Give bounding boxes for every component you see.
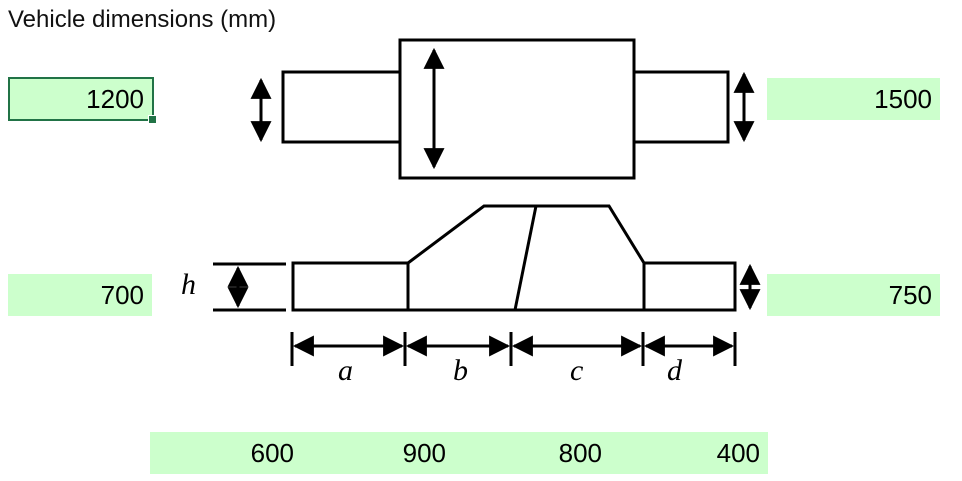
side-view-front-block <box>291 261 410 312</box>
length-d-value: 400 <box>716 438 760 468</box>
length-c-value: 800 <box>558 438 602 468</box>
front-width-value: 1200 <box>86 84 144 114</box>
symbol-b: b <box>453 354 468 387</box>
symbol-h: h <box>181 268 196 301</box>
symbol-c: c <box>570 354 583 387</box>
side-view-cabin-outline <box>407 204 646 312</box>
side-view-rear-block <box>642 261 737 312</box>
top-view-rear-block <box>632 70 730 144</box>
length-b-value: 900 <box>402 438 446 468</box>
side-view-cabin-divider <box>513 205 538 311</box>
front-width-input-cell[interactable]: 1200 <box>8 77 157 124</box>
front-height-input-cell[interactable]: 700 <box>8 274 152 316</box>
rear-width-value: 1500 <box>874 84 932 114</box>
symbol-a: a <box>338 354 353 387</box>
length-d-input-cell[interactable]: 400 <box>610 432 768 474</box>
rear-height-input-cell[interactable]: 750 <box>767 274 940 316</box>
length-a-value: 600 <box>250 438 294 468</box>
rear-height-value: 750 <box>888 280 932 310</box>
fill-handle[interactable] <box>148 115 157 124</box>
rear-width-input-cell[interactable]: 1500 <box>767 78 940 120</box>
length-b-input-cell[interactable]: 900 <box>302 432 454 474</box>
length-a-input-cell[interactable]: 600 <box>150 432 302 474</box>
symbol-d: d <box>667 354 683 387</box>
top-view-front-block <box>281 70 403 144</box>
length-c-input-cell[interactable]: 800 <box>454 432 610 474</box>
front-height-value: 700 <box>100 280 144 310</box>
page-title: Vehicle dimensions (mm) <box>8 6 277 33</box>
